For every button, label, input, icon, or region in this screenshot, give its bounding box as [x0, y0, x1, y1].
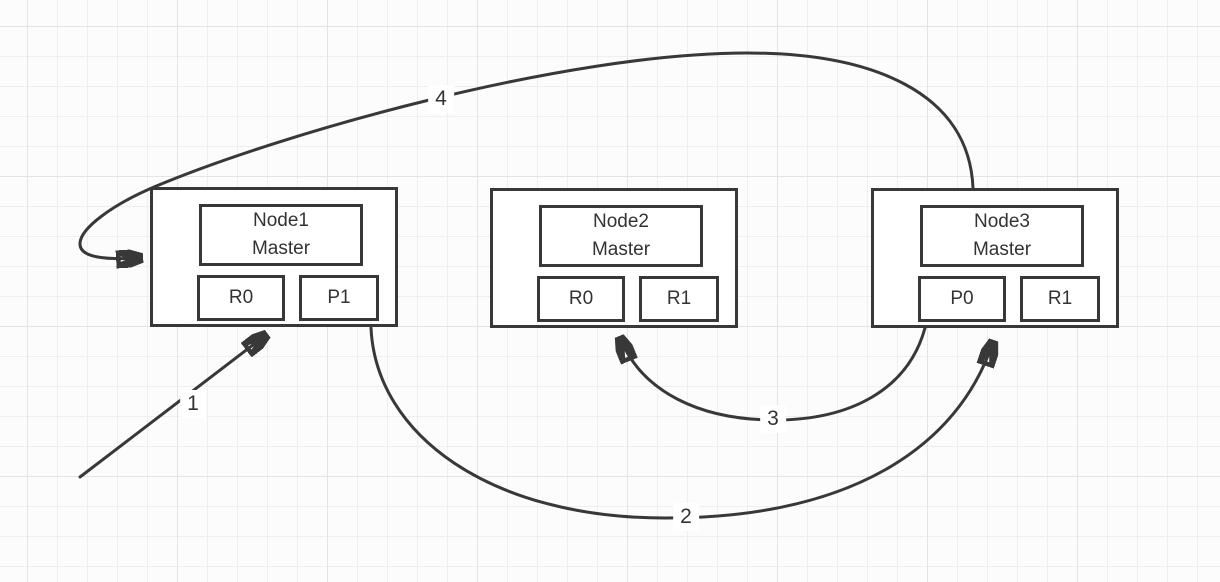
node1-subtitle: Master — [251, 238, 311, 259]
edge-label-4: 4 — [428, 85, 454, 113]
node3-title-box: Node3 Master — [920, 205, 1084, 267]
arrow-1 — [78, 335, 266, 479]
node1-slot-p1: P1 — [299, 275, 379, 321]
node3-slot-r1: R1 — [1020, 276, 1100, 322]
node3-slot-p0-label: P0 — [950, 288, 974, 309]
node1-slot-r0-label: R0 — [228, 287, 254, 308]
node2-slot-r0-label: R0 — [568, 288, 594, 309]
node3-title: Node3 — [974, 211, 1030, 232]
edge-label-3: 3 — [760, 405, 786, 433]
arrow-2 — [369, 326, 993, 520]
node3-slot-r1-label: R1 — [1047, 288, 1073, 309]
node1-slot-r0: R0 — [197, 275, 285, 321]
node1-slot-p1-label: P1 — [327, 287, 351, 308]
node3-subtitle: Master — [972, 239, 1032, 260]
edge-label-2: 2 — [673, 503, 699, 531]
node2-title: Node2 — [593, 211, 649, 232]
edge-label-1: 1 — [180, 390, 206, 418]
node2-slot-r0: R0 — [537, 276, 625, 322]
node3-slot-p0: P0 — [918, 276, 1006, 322]
node1-title: Node1 — [253, 210, 309, 231]
node-box-node1: Node1 Master R0 P1 — [150, 187, 398, 327]
node1-title-box: Node1 Master — [199, 204, 363, 266]
node2-slot-r1-label: R1 — [666, 288, 692, 309]
node-box-node2: Node2 Master R0 R1 — [490, 188, 738, 328]
node2-title-box: Node2 Master — [539, 205, 703, 267]
node2-slot-r1: R1 — [639, 276, 719, 322]
node-box-node3: Node3 Master P0 R1 — [871, 188, 1119, 328]
node2-subtitle: Master — [591, 239, 651, 260]
